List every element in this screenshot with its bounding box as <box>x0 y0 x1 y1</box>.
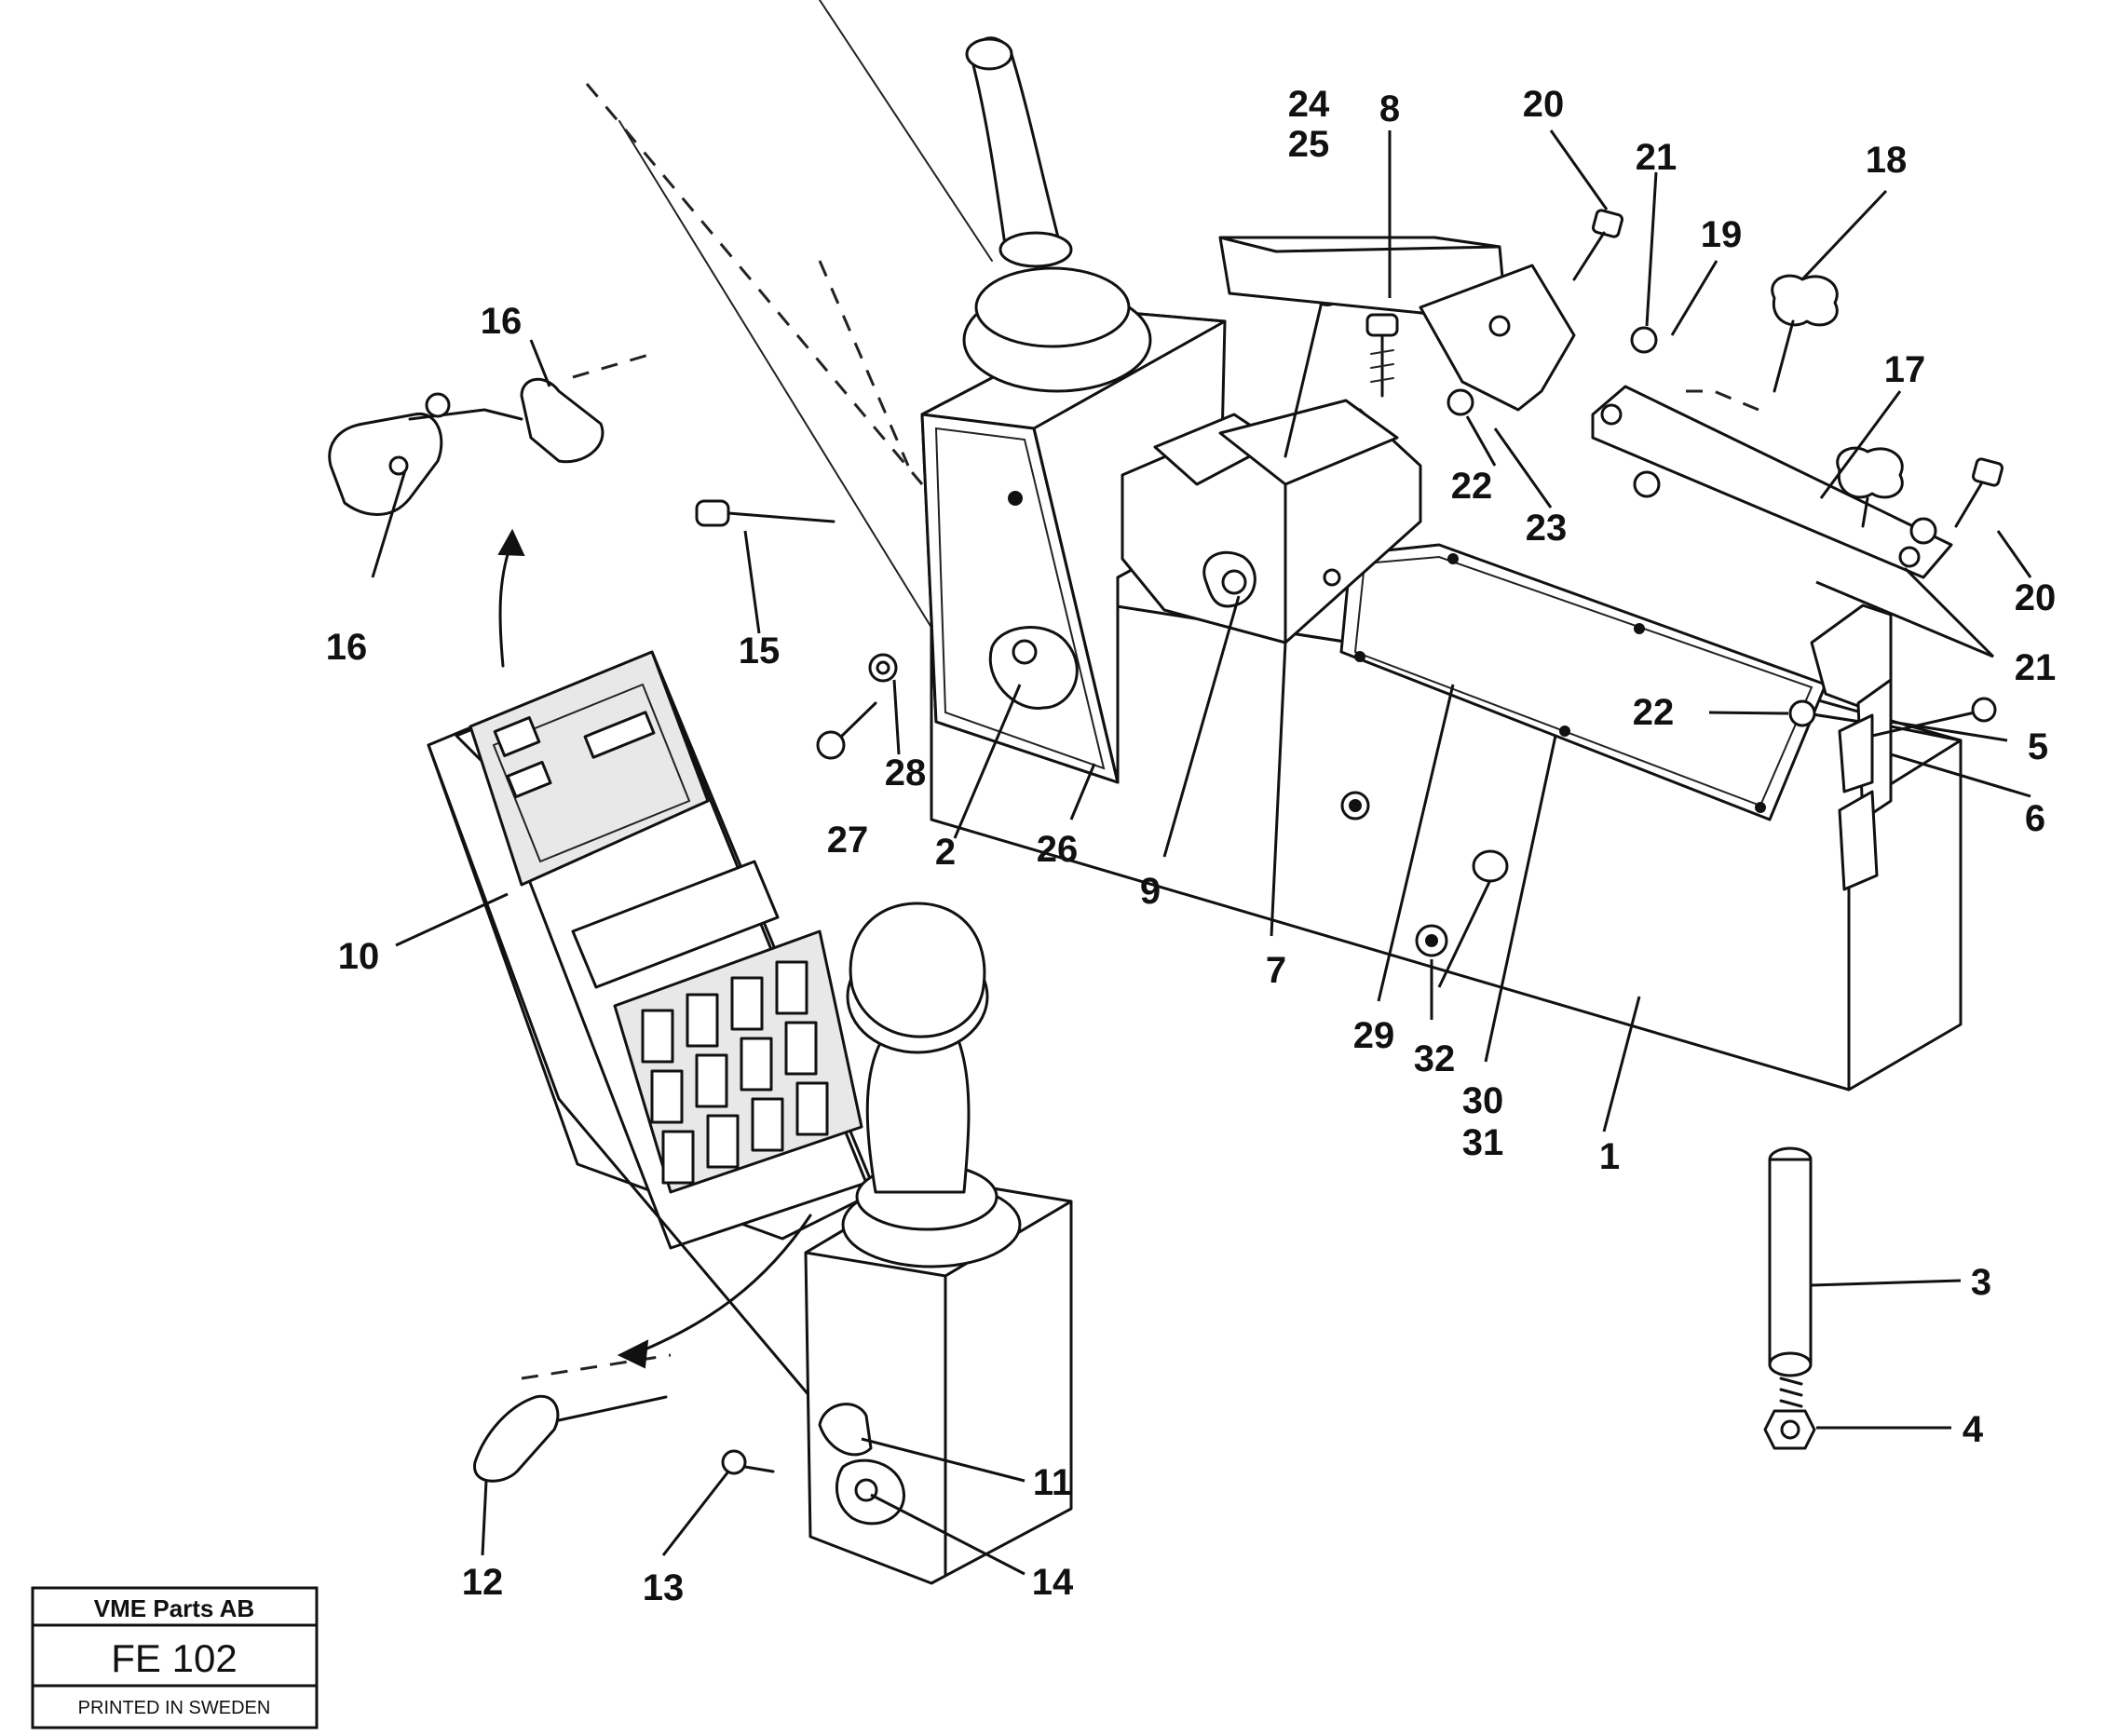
callout-28: 28 <box>885 753 927 793</box>
callout-25: 25 <box>1288 124 1330 165</box>
instrument-panel <box>427 650 877 1399</box>
callout-19: 19 <box>1701 214 1743 255</box>
callout-24: 24 <box>1288 84 1330 125</box>
callout-15: 15 <box>739 631 781 671</box>
callout-17: 17 <box>1884 349 1926 390</box>
callout-4: 4 <box>1963 1409 1984 1450</box>
stamp-company: VME Parts AB <box>94 1594 254 1622</box>
callout-13: 13 <box>643 1567 685 1608</box>
callout-22-top: 22 <box>1451 466 1493 507</box>
callout-22-right: 22 <box>1633 692 1675 733</box>
callout-9: 9 <box>1140 871 1161 912</box>
stamp-code: FE 102 <box>111 1636 237 1680</box>
callout-7: 7 <box>1266 950 1286 991</box>
callout-8: 8 <box>1379 88 1400 129</box>
callout-labels: 24 25 8 20 21 18 19 17 16 16 15 22 23 20… <box>326 84 2057 1608</box>
callout-29: 29 <box>1353 1015 1395 1056</box>
callout-1: 1 <box>1599 1136 1620 1177</box>
callout-31: 31 <box>1462 1122 1504 1163</box>
leader-lines <box>371 129 2032 1576</box>
callout-18: 18 <box>1866 140 1908 181</box>
callout-26: 26 <box>1037 829 1079 870</box>
callout-21-top: 21 <box>1636 137 1678 178</box>
callout-2: 2 <box>935 832 956 873</box>
callout-3: 3 <box>1971 1262 1991 1303</box>
callout-11: 11 <box>1033 1462 1072 1503</box>
screws <box>695 209 2004 1475</box>
callout-12: 12 <box>462 1562 504 1603</box>
construction-lines <box>585 0 993 644</box>
parts-stamp: VME Parts AB FE 102 PRINTED IN SWEDEN <box>31 1586 319 1729</box>
right-joystick-housing <box>804 902 1073 1585</box>
callout-16-bottom: 16 <box>326 627 368 668</box>
callout-20-right: 20 <box>2015 577 2057 618</box>
callout-32: 32 <box>1414 1038 1456 1079</box>
armrest <box>1218 236 1576 412</box>
detail-inset-12 <box>473 1214 812 1483</box>
callout-14: 14 <box>1032 1562 1074 1603</box>
callout-10: 10 <box>338 936 380 977</box>
callout-23: 23 <box>1526 508 1568 549</box>
callout-20-top: 20 <box>1523 84 1565 125</box>
switch-grid <box>641 960 829 1185</box>
side-bar <box>1591 274 1953 579</box>
leg-assembly <box>1763 604 1997 1450</box>
detail-inset-16 <box>328 352 653 668</box>
gear-lever-block <box>1121 275 1422 644</box>
callout-16-top: 16 <box>481 301 523 342</box>
callout-5: 5 <box>2028 726 2048 767</box>
callout-6: 6 <box>2025 798 2045 839</box>
callout-30: 30 <box>1462 1080 1504 1121</box>
stamp-printed: PRINTED IN SWEDEN <box>78 1698 271 1718</box>
callout-21-right: 21 <box>2015 647 2057 688</box>
callout-27: 27 <box>827 820 869 861</box>
